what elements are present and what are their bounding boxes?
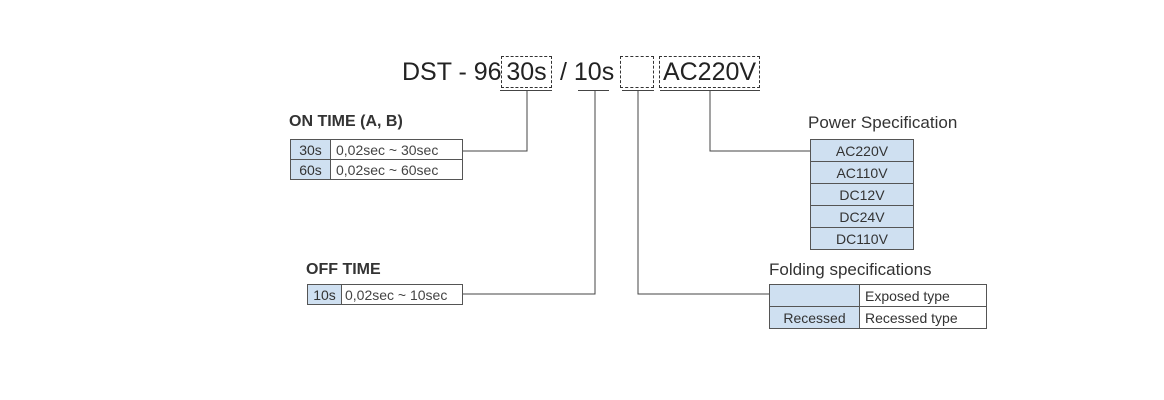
on-time-connector (462, 91, 528, 152)
off-time-code: / 10s (560, 58, 615, 86)
power-item: AC110V (810, 161, 914, 184)
folding-title: Folding specifications (769, 260, 932, 279)
power-table: AC220V AC110V DC12V DC24V DC110V (810, 139, 914, 250)
on-time-range-cell: 0,02sec ~ 30sec (330, 139, 463, 160)
off-time-code-cell: 10s (307, 284, 342, 305)
table-row: DC24V (810, 205, 914, 228)
power-code-box: AC220V (659, 56, 760, 88)
off-time-range-cell: 0,02sec ~ 10sec (341, 284, 463, 305)
power-title: Power Specification (808, 113, 958, 132)
folding-table: Exposed type Recessed Recessed type (769, 284, 987, 329)
folding-connector (637, 91, 770, 295)
folding-code-box (620, 56, 654, 88)
on-time-code-cell: 30s (290, 139, 331, 160)
on-time-table: 30s 0,02sec ~ 30sec 60s 0,02sec ~ 60sec (290, 139, 463, 180)
table-row: DC110V (810, 227, 914, 250)
table-row: DC12V (810, 183, 914, 206)
model-prefix: DST - 96 (402, 58, 502, 86)
folding-desc-cell: Exposed type (859, 284, 987, 307)
power-connector (709, 91, 811, 152)
off-time-title: OFF TIME (306, 261, 381, 278)
off-time-connector (462, 91, 596, 295)
power-item: AC220V (810, 139, 914, 162)
table-row: AC220V (810, 139, 914, 162)
table-row: 30s 0,02sec ~ 30sec (290, 139, 463, 160)
on-time-title: ON TIME (A, B) (289, 113, 403, 130)
table-row: Exposed type (769, 284, 987, 307)
on-time-code-cell: 60s (290, 159, 331, 180)
on-time-code-box: 30s (501, 56, 552, 88)
table-row: AC110V (810, 161, 914, 184)
folding-desc-cell: Recessed type (859, 306, 987, 329)
folding-code-cell (769, 284, 860, 307)
on-time-range-cell: 0,02sec ~ 60sec (330, 159, 463, 180)
power-item: DC110V (810, 227, 914, 250)
power-item: DC24V (810, 205, 914, 228)
off-time-table: 10s 0,02sec ~ 10sec (307, 284, 463, 305)
folding-code-cell: Recessed (769, 306, 860, 329)
power-item: DC12V (810, 183, 914, 206)
table-row: 60s 0,02sec ~ 60sec (290, 159, 463, 180)
table-row: 10s 0,02sec ~ 10sec (307, 284, 463, 305)
table-row: Recessed Recessed type (769, 306, 987, 329)
